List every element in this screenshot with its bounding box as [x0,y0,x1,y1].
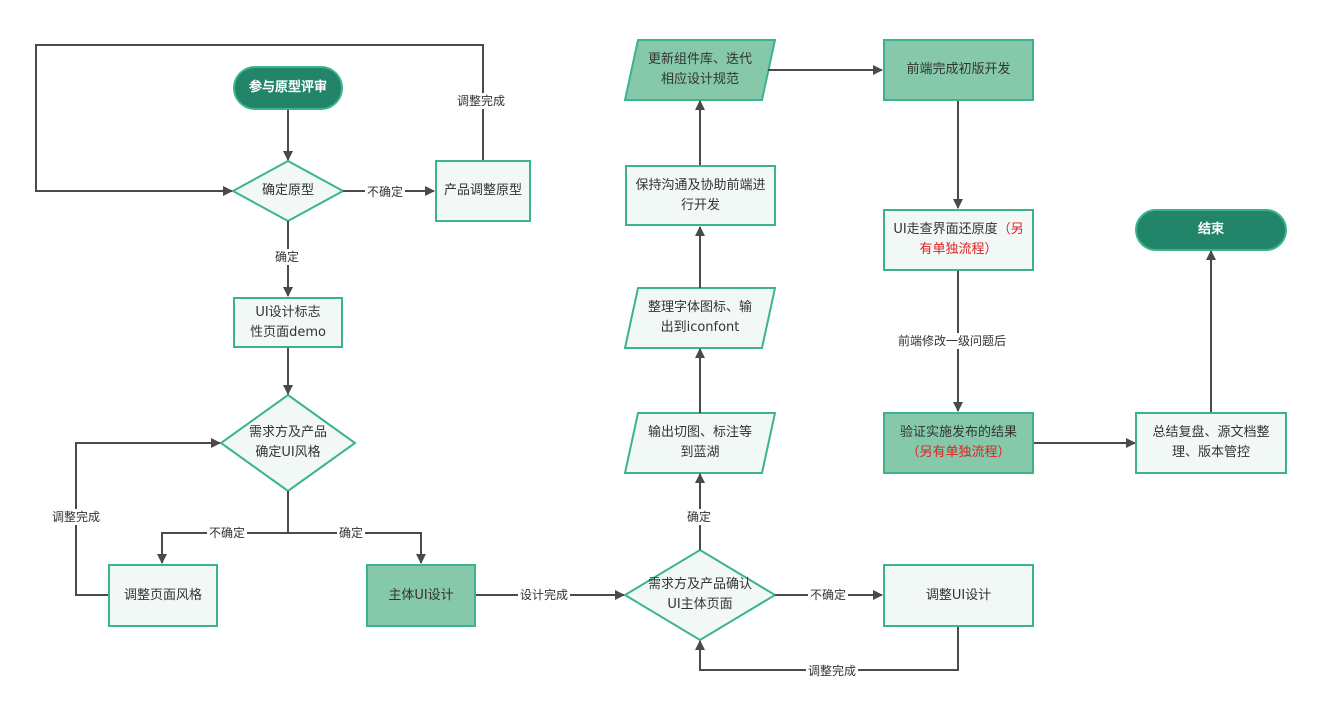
label-design-done: 设计完成 [518,587,571,603]
update-lib-text: 更新组件库、迭代相应设计规范 [647,52,752,87]
export-cut-text: 输出切图、标注等到蓝湖 [647,425,752,460]
label-confirm-2: 确定 [337,525,366,541]
end-node: 结束 [1135,209,1287,251]
adjust-ui-node: 调整UI设计 [883,564,1034,627]
adjust-style-node: 调整页面风格 [108,564,218,627]
label-not-sure-2: 不确定 [207,525,248,541]
arrow-style-to-main [288,532,426,564]
verify-text: 验证实施发布的结果 [899,425,1017,440]
confirm-style-text: 需求方及产品确定UI风格 [248,425,327,460]
label-after-fix: 前端修改一级问题后 [896,333,1009,349]
label-adjusted-2: 调整完成 [50,509,103,525]
label-confirm-1: 确定 [273,249,302,265]
start-node: 参与原型评审 [233,66,343,110]
label-adjusted-3: 调整完成 [806,663,859,679]
para-update-lib [623,39,777,101]
para-font-icon [623,287,777,349]
verify-content: 验证实施发布的结果 （另有单独流程） [900,423,1017,463]
ui-check-note: （另有单独流程） [919,222,1024,257]
shapes [219,39,777,642]
ui-check-text: UI走查界面还原度 [893,222,998,237]
assist-dev-node: 保持沟通及协助前端进行开发 [625,165,776,226]
adjust-proto-node: 产品调整原型 [435,160,531,222]
summary-node: 总结复盘、源文档整理、版本管控 [1135,412,1287,474]
ui-check-node: UI走查界面还原度（另有单独流程） [883,209,1034,271]
main-ui-node: 主体UI设计 [366,564,476,627]
label-not-sure-1: 不确定 [365,184,406,200]
font-icon-text: 整理字体图标、输出到iconfont [647,300,752,335]
label-not-sure-3: 不确定 [808,587,849,603]
label-adjusted-1: 调整完成 [455,93,508,109]
ui-demo-node: UI设计标志性页面demo [233,297,343,348]
confirm-proto-text: 确定原型 [261,183,314,198]
label-confirm-3: 确定 [685,509,714,525]
confirm-main-text: 需求方及产品确认UI主体页面 [647,577,752,612]
frontend-dev-node: 前端完成初版开发 [883,39,1034,101]
arrow-adjust-proto-loop [35,44,484,196]
verify-node: 验证实施发布的结果 （另有单独流程） [883,412,1034,474]
verify-note: （另有单独流程） [906,445,1011,460]
ui-check-content: UI走查界面还原度（另有单独流程） [891,220,1026,260]
para-export-cut [623,412,777,474]
